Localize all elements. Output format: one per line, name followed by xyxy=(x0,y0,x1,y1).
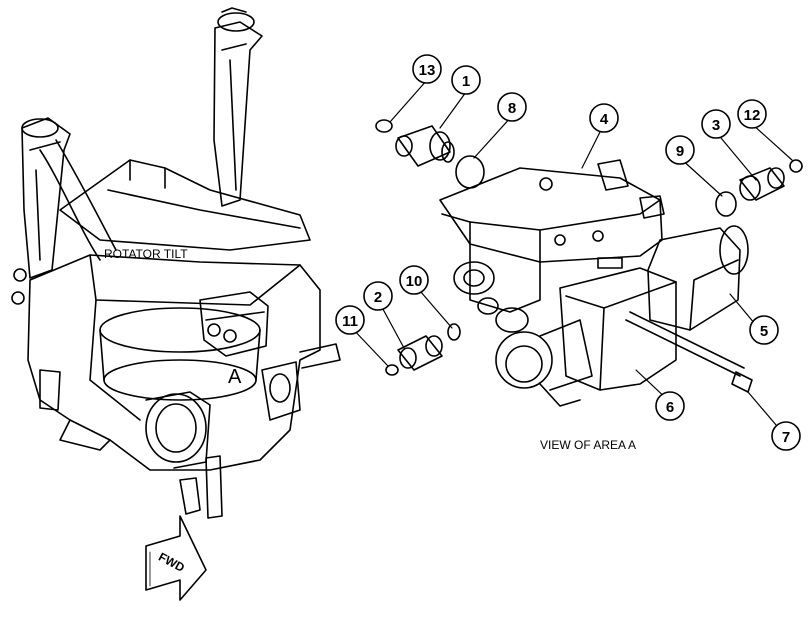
callout-11: 11 xyxy=(342,313,358,330)
callout-8: 8 xyxy=(508,100,516,117)
callout-6: 6 xyxy=(666,399,674,416)
fwd-arrow xyxy=(145,515,207,601)
oring-10 xyxy=(447,323,461,341)
machine-assembly xyxy=(11,7,341,519)
view-caption: VIEW OF AREA A xyxy=(540,438,636,452)
callout-numbers: 1 2 3 4 5 6 7 8 9 10 11 12 13 xyxy=(342,62,790,446)
solenoid-6 xyxy=(495,257,677,407)
callout-4: 4 xyxy=(600,111,609,128)
callout-9: 9 xyxy=(676,143,684,160)
fitting-1 xyxy=(395,125,455,167)
oring-11 xyxy=(385,364,399,376)
area-a-marker: A xyxy=(228,366,242,388)
callout-7: 7 xyxy=(782,429,790,446)
callout-1: 1 xyxy=(462,73,470,90)
fitting-3 xyxy=(739,167,785,201)
callout-12: 12 xyxy=(744,107,761,124)
rotator-tilt-label: ROTATOR TILT xyxy=(104,247,188,261)
callout-circles xyxy=(335,54,801,451)
solenoid-5 xyxy=(647,225,749,331)
oring-12 xyxy=(789,159,803,173)
oring-13 xyxy=(375,119,393,133)
callout-2: 2 xyxy=(374,289,382,306)
callout-10: 10 xyxy=(406,273,423,290)
callout-3: 3 xyxy=(712,117,720,134)
callout-5: 5 xyxy=(760,323,768,340)
fitting-2 xyxy=(397,335,443,371)
oring-9 xyxy=(715,191,737,217)
fwd-label: FWD xyxy=(156,550,187,575)
valve-block xyxy=(439,159,665,333)
callout-13: 13 xyxy=(419,62,436,79)
oring-8 xyxy=(455,155,485,189)
